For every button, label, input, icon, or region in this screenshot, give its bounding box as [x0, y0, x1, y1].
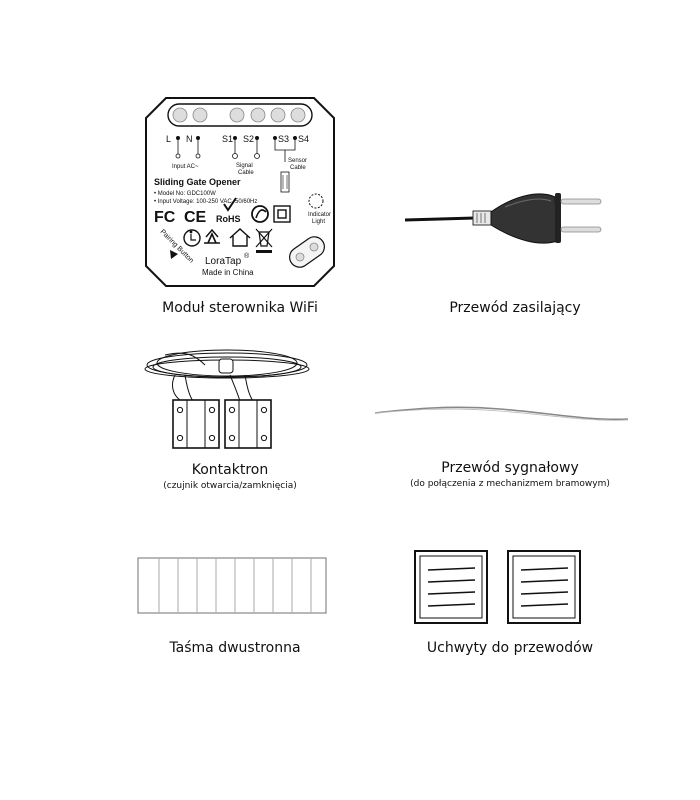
model-number: • Model No: GDC100W — [154, 191, 216, 197]
cable-holder-left — [414, 550, 488, 624]
reed-switch-subcaption: (czujnik otwarcia/zamknięcia) — [163, 481, 297, 491]
rohs-mark: RoHS — [216, 214, 241, 224]
recycle-loop-icon — [251, 205, 269, 223]
module-caption: Moduł sterownika WiFi — [162, 300, 318, 316]
sensor-cable-label-line1: Sensor — [288, 158, 307, 164]
checkmark-icon — [223, 197, 237, 212]
cable-holders-caption: Uchwyty do przewodów — [426, 640, 594, 656]
double-sided-tape-caption: Taśma dwustronna — [169, 640, 301, 656]
ce-mark: CE — [184, 209, 207, 226]
signal-wire-illustration — [374, 406, 629, 421]
double-insulation-icon — [273, 205, 291, 223]
signal-cable-subcaption: (do połączenia z mechanizmem bramowym) — [410, 479, 610, 489]
reed-switch-caption: Kontaktron — [191, 462, 269, 478]
reed-switch-illustration — [144, 349, 310, 449]
reed-sensor-block-left — [172, 399, 220, 449]
brand-name: LoraTap — [205, 256, 242, 267]
recycle-icon — [204, 228, 220, 244]
terminal-s1-label: S1 — [222, 134, 233, 144]
sensor-cable-label-line2: Cable — [290, 165, 306, 171]
power-cable-caption: Przewód zasilający — [449, 300, 581, 316]
brand-registered: ® — [244, 252, 250, 260]
signal-cable-caption: Przewód sygnałowy — [441, 460, 579, 476]
terminal-n-label: N — [186, 134, 193, 144]
double-sided-tape-illustration — [137, 557, 327, 614]
indicator-label-line1: Indicator — [308, 212, 331, 218]
house-icon — [229, 228, 251, 247]
controller-module-illustration: L N S1 S2 S3 S4 Input AC~ Signal Cable S… — [145, 97, 335, 287]
input-voltage: • Input Voltage: 100-250 VAC, 50/60Hz — [154, 199, 257, 205]
mounting-tab — [289, 236, 325, 268]
reed-sensor-block-right — [224, 399, 272, 449]
weee-bin-icon — [255, 228, 273, 253]
made-in-china: Made in China — [202, 268, 254, 277]
signal-cable-label-line2: Cable — [238, 170, 254, 176]
wheelchair-icon — [183, 229, 201, 247]
fcc-mark: FC — [154, 209, 176, 226]
cable-holder-right — [507, 550, 581, 624]
terminal-s4-label: S4 — [298, 134, 309, 144]
pairing-arrow-icon — [170, 250, 178, 259]
terminal-s3-label: S3 — [278, 134, 289, 144]
indicator-label-line2: Light — [312, 219, 325, 225]
product-title: Sliding Gate Opener — [154, 177, 241, 187]
power-plug-illustration — [405, 193, 602, 244]
indicator-light-icon — [308, 193, 324, 209]
terminal-s2-label: S2 — [243, 134, 254, 144]
terminal-l-label: L — [166, 134, 171, 144]
input-ac-label: Input AC~ — [172, 164, 199, 170]
cable-holders-illustration — [414, 550, 581, 624]
signal-cable-label-line1: Signal — [236, 163, 253, 169]
